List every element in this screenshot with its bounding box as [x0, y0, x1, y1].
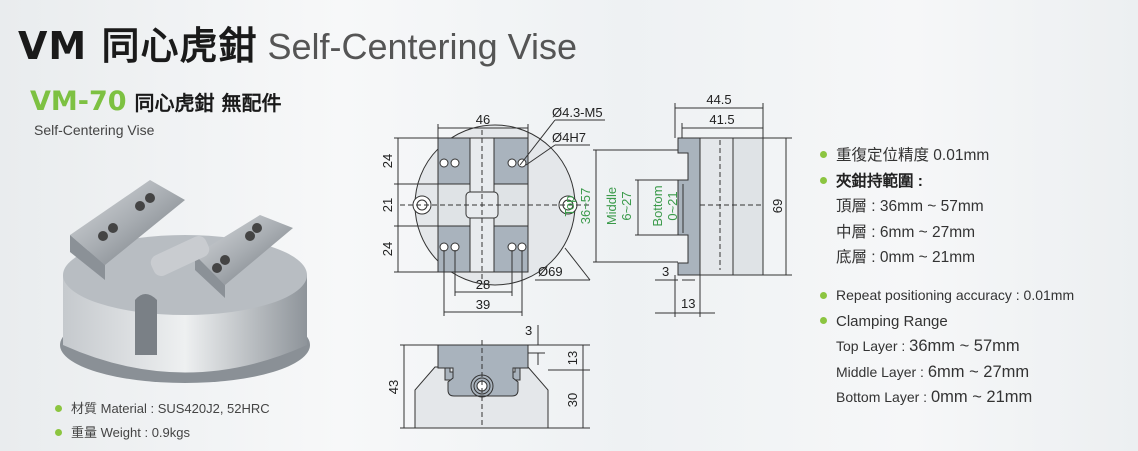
top-view-drawing: 46 Ø4.3-M5 Ø4H7 24 21 24 28 39 Ø69 — [380, 105, 605, 316]
side-jaw — [677, 137, 701, 276]
dim-46: 46 — [476, 112, 490, 127]
spec-layer-middle-en: Middle Layer : 6mm ~ 27mm — [836, 362, 1030, 381]
front-dim-43: 43 — [386, 380, 401, 394]
model-name: VM-70 — [30, 86, 127, 117]
label-bottom: Bottom — [650, 185, 665, 226]
front-dim-13: 13 — [565, 351, 580, 365]
spec-weight: 重量 Weight : 0.9kgs — [55, 421, 270, 445]
spec-layer-top-zh: 頂層 : 36mm ~ 57mm — [836, 198, 984, 215]
bullet-icon — [55, 429, 62, 437]
bullet-icon — [820, 176, 827, 184]
product-photo — [60, 180, 310, 383]
specs-left: 材質 Material : SUS420J2, 52HRC 重量 Weight … — [55, 397, 270, 445]
bullet-icon — [820, 317, 827, 325]
jaw-left — [70, 180, 185, 265]
dim-41-5: 41.5 — [709, 112, 734, 127]
spec-range-title-en: Clamping Range — [820, 309, 1074, 335]
spec-layer-bottom-zh: 底層 : 0mm ~ 21mm — [836, 249, 976, 266]
dim-24b: 24 — [380, 242, 395, 256]
dim-24a: 24 — [380, 154, 395, 168]
spec-range-title-zh: 夾鉗持範圍 : — [820, 169, 989, 195]
product-name-zh: 同心虎鉗 無配件 — [134, 91, 282, 115]
title-bold: VM 同心虎鉗 — [18, 24, 258, 68]
front-view-drawing: 3 13 30 43 — [386, 323, 590, 429]
product-name-en: Self-Centering Vise — [34, 122, 155, 138]
title-light: Self-Centering Vise — [267, 26, 577, 67]
spec-accuracy-zh: 重復定位精度 0.01mm — [820, 143, 989, 169]
dim-21: 21 — [380, 198, 395, 212]
dim-3: 3 — [662, 264, 669, 279]
spec-layer-middle-zh: 中層 : 6mm ~ 27mm — [836, 223, 976, 241]
spec-layer-top-en: Top Layer : 36mm ~ 57mm — [836, 337, 1020, 355]
specs-en: Repeat positioning accuracy : 0.01mm Cla… — [820, 283, 1074, 411]
dim-39: 39 — [476, 297, 490, 312]
range-top: 36~57 — [578, 188, 593, 225]
product-heading: VM-70 同心虎鉗 無配件 — [30, 86, 282, 117]
spec-layer-bottom-en: Bottom Layer : 0mm ~ 21mm — [836, 388, 1033, 406]
spec-accuracy-en: Repeat positioning accuracy : 0.01mm — [820, 283, 1074, 309]
dim-69: 69 — [770, 199, 785, 213]
dim-28: 28 — [476, 277, 490, 292]
side-view-drawing: 44.5 41.5 69 3 13 Top 36~57 Middle 6~27 … — [562, 92, 792, 317]
spec-material: 材質 Material : SUS420J2, 52HRC — [55, 397, 270, 421]
dim-dia69: Ø69 — [538, 264, 563, 279]
front-dim-30: 30 — [565, 393, 580, 407]
front-jaw — [437, 344, 529, 397]
base-slot — [135, 294, 157, 355]
label-middle: Middle — [604, 187, 619, 225]
front-dim-3: 3 — [525, 323, 532, 338]
label-top: Top — [562, 196, 577, 217]
dim-44-5: 44.5 — [706, 92, 731, 107]
dim-hole1: Ø4.3-M5 — [552, 105, 603, 120]
bullet-icon — [820, 151, 827, 159]
bullet-icon — [55, 405, 62, 413]
lead-screw — [150, 235, 210, 277]
specs-zh: 重復定位精度 0.01mm 夾鉗持範圍 : 頂層 : 36mm ~ 57mm 中… — [820, 143, 989, 271]
dim-13: 13 — [681, 296, 695, 311]
bullet-icon — [820, 291, 827, 299]
range-bottom: 0~21 — [665, 191, 680, 220]
dim-hole2: Ø4H7 — [552, 130, 586, 145]
range-middle: 6~27 — [619, 191, 634, 220]
